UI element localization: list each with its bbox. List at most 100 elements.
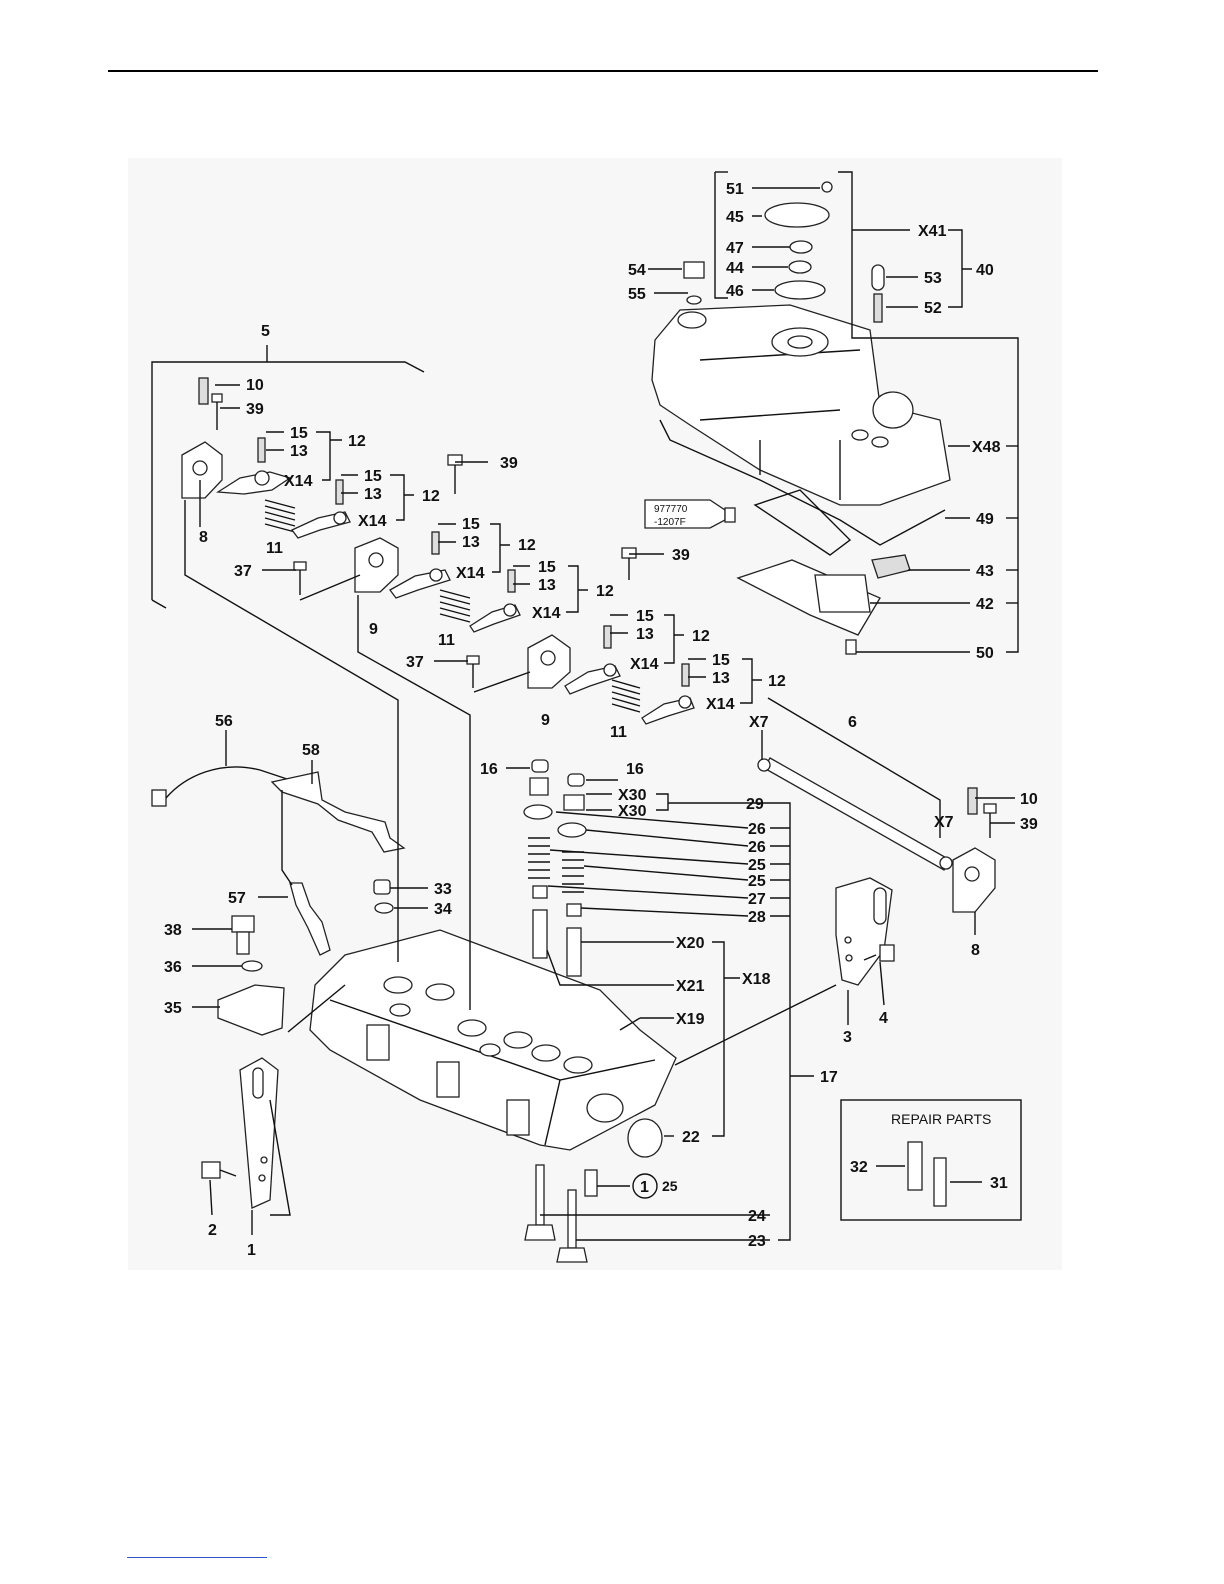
callout-25: 25	[748, 857, 766, 874]
callout-13: 13	[290, 443, 308, 460]
callout-16: 16	[626, 761, 644, 778]
callout-12: 12	[768, 673, 786, 690]
callout-8: 8	[971, 942, 980, 959]
callout-2: 2	[208, 1222, 217, 1239]
callout-32: 32	[850, 1159, 868, 1176]
callout-x48: X48	[972, 439, 1001, 456]
valve-cover-assembly	[644, 181, 951, 655]
callout-46: 46	[726, 283, 744, 300]
callout-6: 6	[848, 714, 857, 731]
callout-x30: X30	[618, 787, 647, 804]
callout-31: 31	[990, 1175, 1008, 1192]
header-rule	[108, 70, 1098, 72]
callout-17: 17	[820, 1069, 838, 1086]
callout-5: 5	[261, 323, 270, 340]
callout-37: 37	[234, 563, 252, 580]
callout-x14: X14	[456, 565, 485, 582]
callout-26: 26	[748, 821, 766, 838]
callout-15: 15	[712, 652, 730, 669]
callout-23: 23	[748, 1233, 766, 1250]
lifting-brackets	[201, 877, 895, 1209]
callout-13: 13	[712, 670, 730, 687]
callout-55: 55	[628, 286, 646, 303]
callout-15: 15	[462, 516, 480, 533]
harness-glow-plug	[151, 766, 406, 1036]
callout-40: 40	[976, 262, 994, 279]
callout-x14: X14	[532, 605, 561, 622]
callout-39: 39	[246, 401, 264, 418]
cylinder-head	[309, 929, 677, 1158]
callout-36: 36	[164, 959, 182, 976]
group-5-bracket	[151, 345, 425, 609]
callout-13: 13	[538, 577, 556, 594]
callout-37: 37	[406, 654, 424, 671]
callout-x14: X14	[630, 656, 659, 673]
callout-56: 56	[215, 713, 233, 730]
callout-45: 45	[726, 209, 744, 226]
callout-50: 50	[976, 645, 994, 662]
callout-39: 39	[1020, 816, 1038, 833]
callout-1: 1	[247, 1242, 256, 1259]
callout-22: 22	[682, 1129, 700, 1146]
callout-39: 39	[500, 455, 518, 472]
callout-11: 11	[266, 540, 283, 557]
callout-9: 9	[541, 712, 550, 729]
leader-lines	[184, 171, 1022, 1241]
callout-28: 28	[748, 909, 766, 926]
sealant-label-line1: 977770	[654, 504, 688, 515]
callout-26: 26	[748, 839, 766, 856]
callout-54: 54	[628, 262, 646, 279]
callout-12: 12	[518, 537, 536, 554]
callout-24: 24	[748, 1208, 766, 1225]
callout-x19: X19	[676, 1011, 705, 1028]
callout-x14: X14	[284, 473, 313, 490]
callout-15: 15	[290, 425, 308, 442]
callout-x7: X7	[934, 814, 954, 831]
callout-x7: X7	[749, 714, 769, 731]
callout-x41: X41	[918, 223, 947, 240]
repair-parts-title: REPAIR PARTS	[891, 1111, 991, 1127]
callout-16: 16	[480, 761, 498, 778]
rocker-assembly-parts	[181, 377, 997, 913]
callout-12: 12	[348, 433, 366, 450]
callout-25: 25	[748, 873, 766, 890]
circled-callout: 1	[640, 1179, 649, 1196]
callout-43: 43	[976, 563, 994, 580]
callout-labels: 5 10 39 15 13 12 X14 15 13 12 X14 8 11 3…	[164, 181, 1038, 1259]
callout-13: 13	[636, 626, 654, 643]
callout-9: 9	[369, 621, 378, 638]
callout-x18: X18	[742, 971, 771, 988]
callout-8: 8	[199, 529, 208, 546]
callout-15: 15	[636, 608, 654, 625]
callout-13: 13	[462, 534, 480, 551]
callout-33: 33	[434, 881, 452, 898]
callout-3: 3	[843, 1029, 852, 1046]
callout-x14: X14	[706, 696, 735, 713]
callout-27: 27	[748, 891, 766, 908]
callout-12: 12	[596, 583, 614, 600]
callout-29: 29	[746, 796, 764, 813]
callout-42: 42	[976, 596, 994, 613]
callout-51: 51	[726, 181, 744, 198]
callout-39: 39	[672, 547, 690, 564]
callout-10: 10	[1020, 791, 1038, 808]
callout-53: 53	[924, 270, 942, 287]
callout-44: 44	[726, 260, 744, 277]
callout-x21: X21	[676, 978, 705, 995]
callout-15: 15	[538, 559, 556, 576]
callout-15: 15	[364, 468, 382, 485]
callout-13: 13	[364, 486, 382, 503]
callout-11: 11	[610, 724, 627, 741]
callout-58: 58	[302, 742, 320, 759]
callout-25-circled: 25	[662, 1178, 678, 1194]
callout-11: 11	[438, 632, 455, 649]
callout-47: 47	[726, 240, 744, 257]
callout-x14: X14	[358, 513, 387, 530]
callout-12: 12	[692, 628, 710, 645]
callout-x20: X20	[676, 935, 705, 952]
callout-52: 52	[924, 300, 942, 317]
callout-57: 57	[228, 890, 246, 907]
callout-38: 38	[164, 922, 182, 939]
callout-10: 10	[246, 377, 264, 394]
callout-12: 12	[422, 488, 440, 505]
